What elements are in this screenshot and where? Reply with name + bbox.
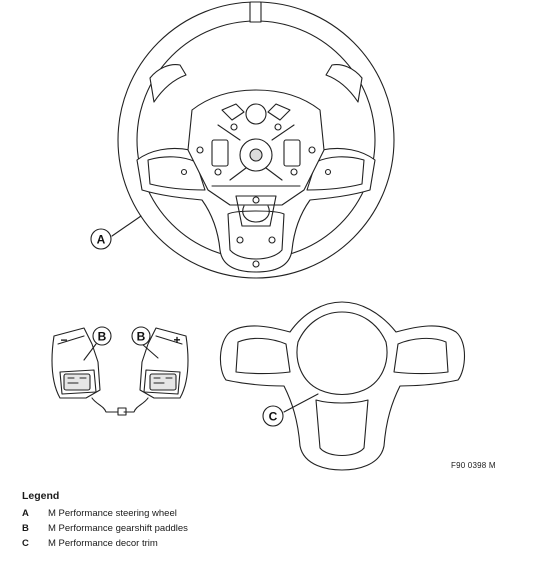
legend-text: M Performance gearshift paddles — [48, 523, 188, 534]
paddle-minus-mark: − — [60, 333, 67, 347]
legend: Legend A M Performance steering wheel B … — [22, 490, 188, 551]
legend-item: C M Performance decor trim — [22, 536, 188, 551]
steering-wheel — [117, 1, 395, 279]
legend-key: A — [22, 508, 29, 519]
callout-b-left — [83, 326, 112, 361]
gearshift-paddle-left — [51, 327, 127, 416]
figure-code: F90 0398 M — [451, 461, 496, 470]
paddle-plus-mark: + — [173, 333, 180, 347]
legend-text: M Performance steering wheel — [48, 508, 177, 519]
callout-a — [90, 215, 142, 250]
gearshift-paddle-right — [123, 327, 189, 413]
callout-b-right-label: B — [137, 330, 146, 344]
legend-key: C — [22, 538, 29, 549]
legend-item: B M Performance gearshift paddles — [22, 521, 188, 536]
legend-item: A M Performance steering wheel — [22, 506, 188, 521]
parts-illustration: A B B C − + — [51, 1, 466, 471]
callout-a-label: A — [97, 233, 106, 247]
decor-trim — [219, 301, 466, 471]
legend-title: Legend — [22, 490, 60, 502]
legend-key: B — [22, 523, 29, 534]
legend-text: M Performance decor trim — [48, 538, 158, 549]
callout-c-label: C — [269, 410, 278, 424]
callout-b-left-label: B — [98, 330, 107, 344]
callout-c — [262, 393, 319, 427]
callout-b-right — [131, 326, 159, 359]
